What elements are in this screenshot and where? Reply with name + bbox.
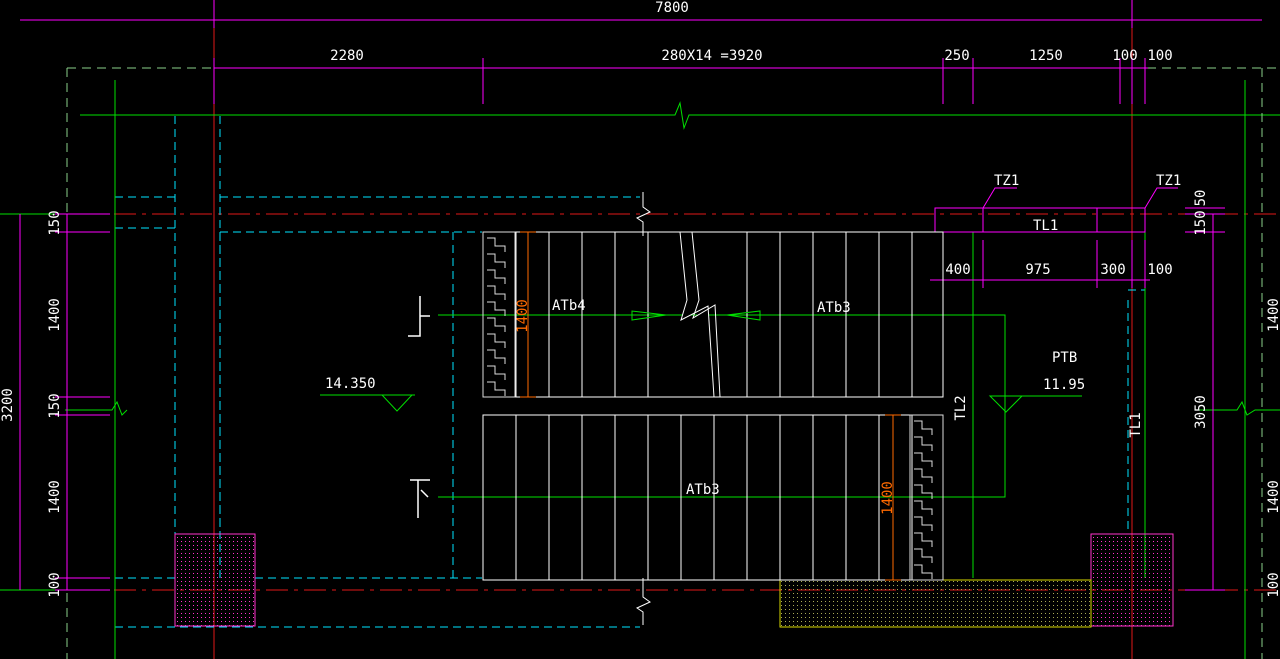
- elev-right: 11.95: [1043, 377, 1085, 393]
- component-labels: TZ1 TZ1 TL1 TL2 TL1 PTB ATb4 ATb3 ATb3 上…: [325, 173, 1181, 498]
- label-tl2: TL2: [953, 395, 969, 420]
- dim-right-100: 100: [1266, 572, 1280, 597]
- handrail-right-zigzag: [914, 420, 933, 579]
- label-tl1-top: TL1: [1033, 218, 1058, 234]
- stair-dim-top: 1400: [515, 299, 531, 333]
- handrail-left-box: [482, 231, 516, 398]
- tl1-beam-outline: [934, 207, 1146, 233]
- walk-arrows: [631, 310, 761, 321]
- handrail-hatch-right: [909, 414, 944, 581]
- dim-left-total: 3200: [0, 388, 16, 422]
- label-tz1-right: TZ1: [1156, 173, 1181, 189]
- dim-left-1400b: 1400: [47, 480, 63, 514]
- dimension-lines: [19, 0, 1262, 591]
- dim-top-total: 7800: [655, 0, 689, 16]
- label-up: 上: [402, 288, 416, 304]
- dim-sub-400: 400: [945, 262, 970, 278]
- break-line-right: [1195, 400, 1280, 416]
- stair-break-symbol-2: [691, 231, 721, 398]
- label-ptb: PTB: [1052, 350, 1077, 366]
- break-line-top: [80, 101, 1280, 130]
- arrow-right: [631, 310, 667, 321]
- stair-dim-bottom: 1400: [880, 481, 896, 515]
- handrail-hatch-left: [482, 231, 516, 398]
- stair-flights: [482, 231, 944, 581]
- green-lines: [0, 80, 1280, 659]
- dim-top-left: 2280: [330, 48, 364, 64]
- arrow-left: [726, 310, 761, 321]
- column-bottom-left: [174, 533, 256, 627]
- dimension-texts: 7800 2280 280X14 =3920 250 1250 100 100 …: [0, 0, 1280, 598]
- dim-left-100: 100: [47, 572, 63, 597]
- dim-top-250: 250: [944, 48, 969, 64]
- column-bottom-right: [1090, 533, 1174, 627]
- dim-top-100a: 100: [1112, 48, 1137, 64]
- label-down: 下: [402, 468, 416, 484]
- upper-treads: [515, 232, 913, 397]
- dim-top-100b: 100: [1147, 48, 1172, 64]
- dim-right-1400a: 1400: [1266, 298, 1280, 332]
- dim-right-150: 150: [1193, 210, 1209, 235]
- dim-top-1250: 1250: [1029, 48, 1063, 64]
- dim-left-150a: 150: [47, 210, 63, 235]
- label-atb4: ATb4: [552, 298, 586, 314]
- down-mark-dot: [420, 489, 429, 498]
- leader-tz1-left: [982, 187, 1017, 209]
- dim-right-50: 50: [1193, 190, 1209, 207]
- direction-marks: [408, 296, 430, 518]
- dim-right-total: 3050: [1193, 395, 1209, 429]
- elev-left-triangle: [380, 394, 414, 412]
- stair-dimensions: [520, 231, 901, 581]
- wall-lines: [115, 116, 1146, 628]
- elev-right-triangle: [988, 395, 1024, 413]
- break-line-left: [65, 400, 128, 416]
- dim-left-150b: 150: [47, 393, 63, 418]
- columns: [174, 533, 1174, 628]
- dim-right-1400b: 1400: [1266, 480, 1280, 514]
- handrail-left-zigzag: [487, 237, 506, 396]
- label-atb3-top: ATb3: [817, 300, 851, 316]
- up-arrow-line: [438, 314, 1006, 498]
- dim-sub-100: 100: [1147, 262, 1172, 278]
- label-tz1-left: TZ1: [994, 173, 1019, 189]
- dim-left-1400a: 1400: [47, 298, 63, 332]
- dim-sub-975: 975: [1025, 262, 1050, 278]
- dim-top-treads: 280X14 =3920: [661, 48, 762, 64]
- lower-treads: [515, 415, 913, 580]
- beam-bottom-hatch: [779, 579, 1092, 628]
- elev-left: 14.350: [325, 376, 376, 392]
- stair-break-symbol: [679, 231, 715, 398]
- label-atb3-bottom: ATb3: [686, 482, 720, 498]
- break-marks: [635, 192, 651, 625]
- leader-tz1-right: [1144, 187, 1178, 209]
- label-tl1-right: TL1: [1128, 412, 1144, 437]
- break-mark-bottom: [635, 578, 651, 625]
- elevation-markers: [320, 394, 1082, 413]
- handrail-right-box: [909, 414, 944, 581]
- dim-sub-300: 300: [1100, 262, 1125, 278]
- up-mark-strokes: [408, 296, 421, 337]
- break-mark-top: [635, 192, 651, 236]
